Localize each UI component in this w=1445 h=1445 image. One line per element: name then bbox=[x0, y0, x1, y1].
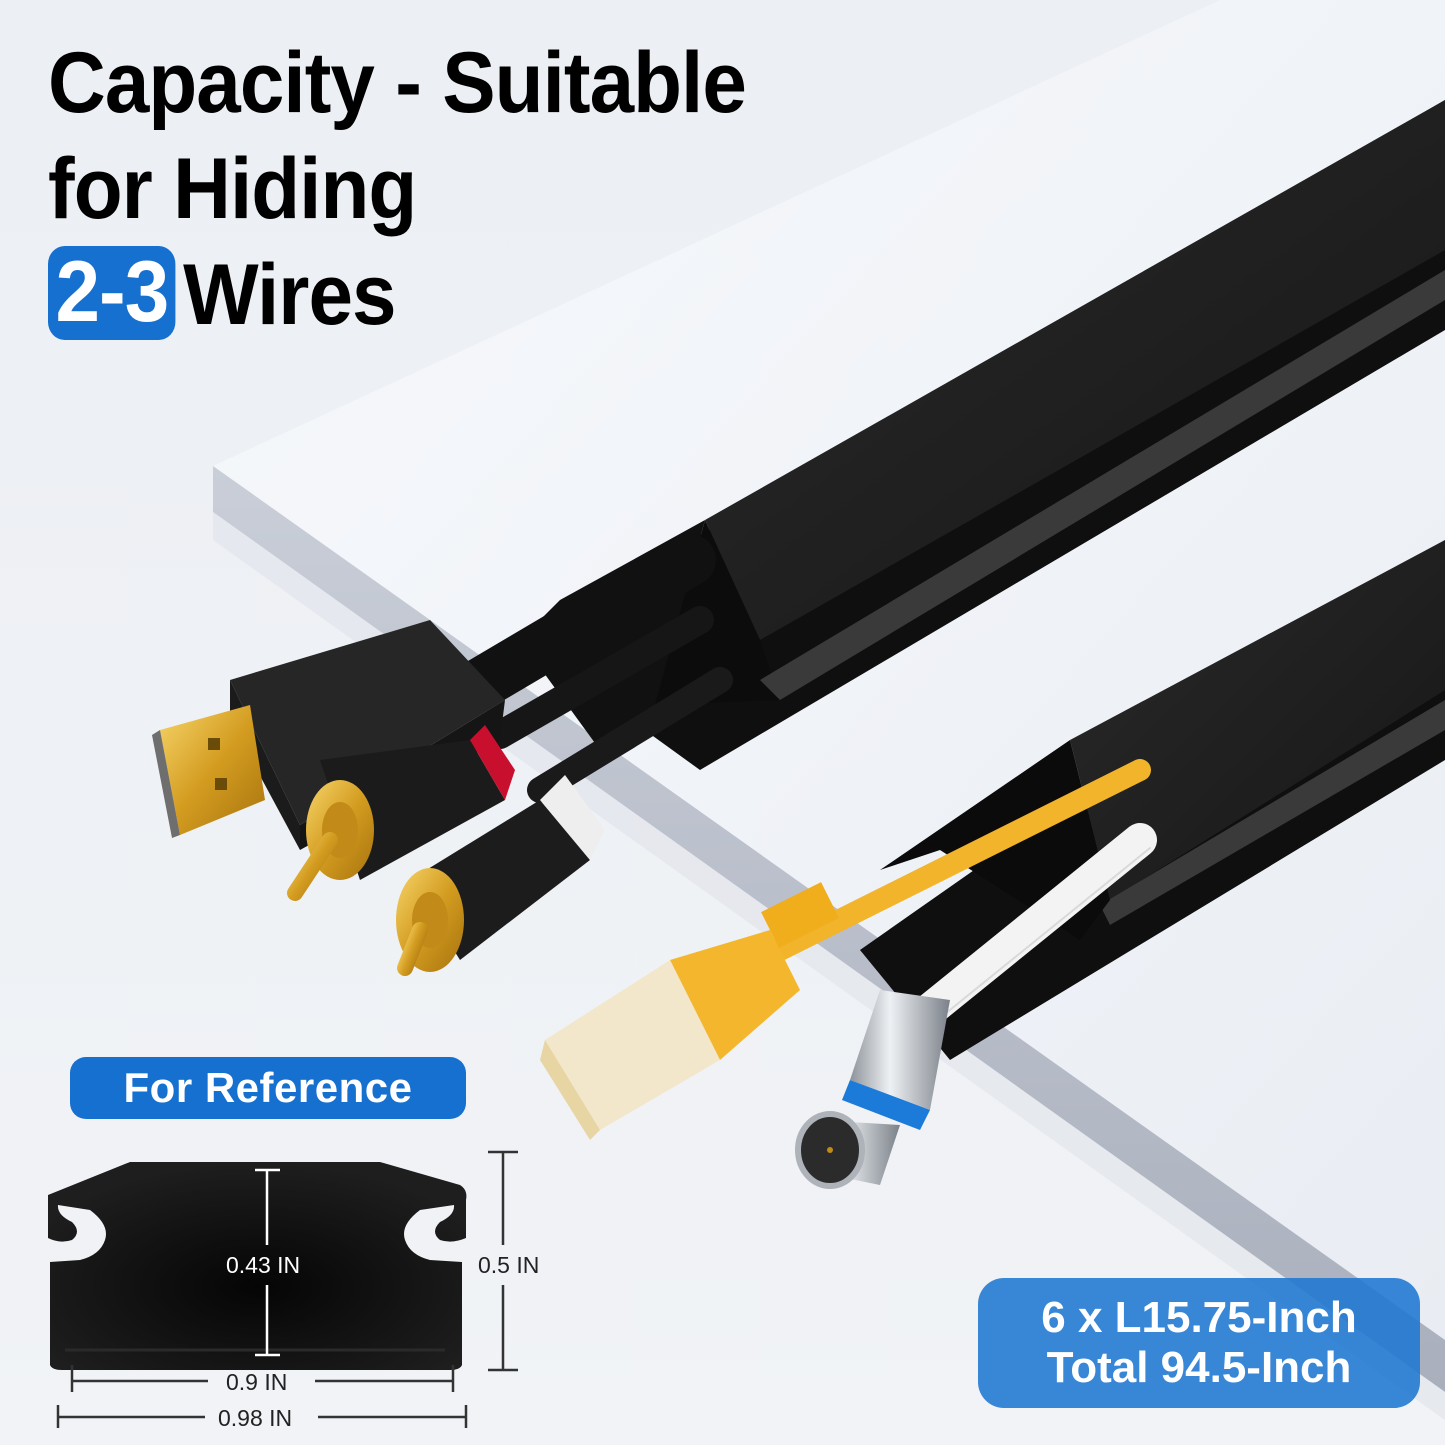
rca-connector-white bbox=[396, 775, 605, 976]
rca-connector-red bbox=[287, 725, 515, 901]
cross-section-diagram bbox=[48, 1162, 467, 1370]
outer-width-label: 0.98 IN bbox=[218, 1405, 293, 1431]
for-reference-label: For Reference bbox=[70, 1057, 466, 1119]
headline-wires: Wires bbox=[183, 247, 396, 343]
headline-line-2: for Hiding bbox=[48, 141, 417, 237]
outer-height-label: 0.5 IN bbox=[478, 1252, 540, 1278]
hdmi-cable bbox=[444, 534, 716, 716]
length-line-1: 6 x L15.75-Inch bbox=[1041, 1293, 1357, 1342]
raceway-upper bbox=[520, 100, 1445, 770]
headline-line-1: Capacity - Suitable bbox=[48, 35, 747, 131]
coax-cable bbox=[913, 823, 1157, 1027]
rca-cable-white bbox=[527, 667, 733, 803]
inner-width-label: 0.9 IN bbox=[226, 1369, 288, 1395]
ethernet-connector bbox=[540, 882, 839, 1140]
wire-count-badge: 2-3 bbox=[48, 246, 176, 340]
dimension-lines bbox=[56, 1150, 518, 1428]
length-info-box: 6 x L15.75-Inch Total 94.5-Inch bbox=[978, 1278, 1420, 1408]
length-line-2: Total 94.5-Inch bbox=[1046, 1343, 1352, 1392]
rca-cable-red bbox=[486, 606, 714, 749]
inner-height-label: 0.43 IN bbox=[226, 1252, 301, 1278]
coax-f-connector bbox=[795, 990, 950, 1189]
